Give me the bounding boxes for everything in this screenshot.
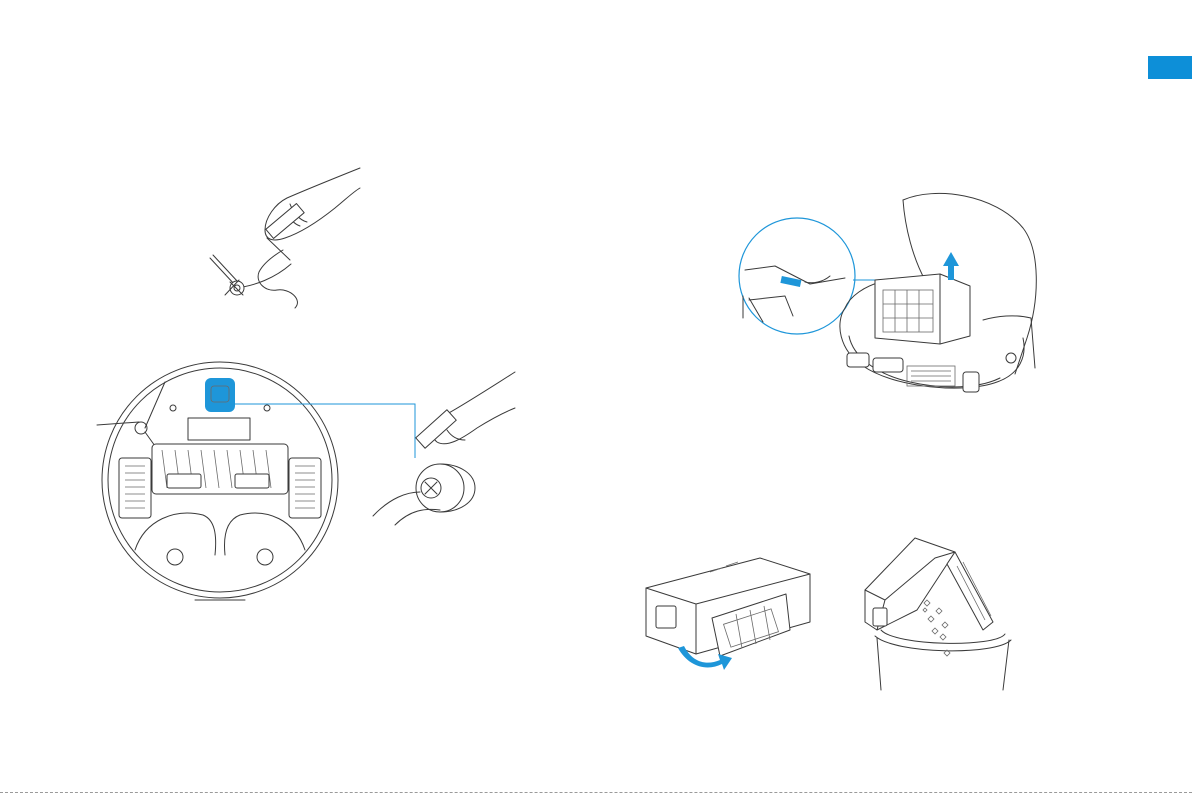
magnified-inset <box>739 218 855 334</box>
dustbin-emptying-illustration <box>855 530 1020 690</box>
section-tab <box>1148 56 1192 79</box>
side-brush-removal-illustration <box>195 160 370 315</box>
robot-underside-illustration <box>95 360 525 615</box>
page-trim-line <box>0 792 1192 793</box>
filter-opening-illustration <box>640 552 820 674</box>
dustbin-lift-out-illustration <box>735 188 1055 403</box>
omni-wheel-highlight <box>205 378 235 412</box>
